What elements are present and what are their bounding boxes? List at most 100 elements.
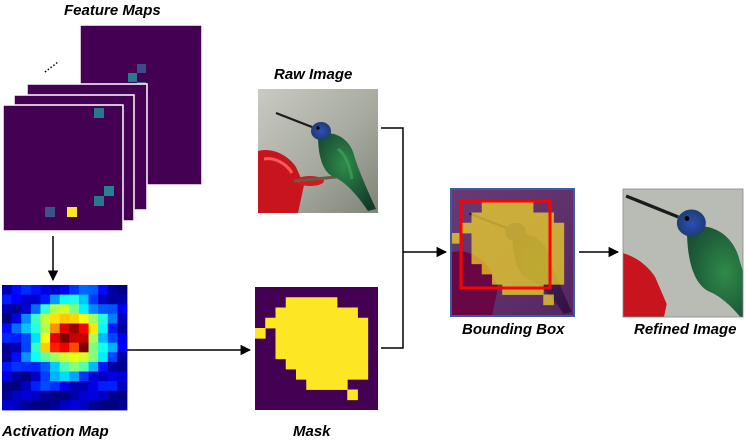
activation-cell	[88, 342, 99, 353]
mask-cell	[347, 369, 358, 380]
activation-cell	[107, 371, 118, 382]
activation-cell	[107, 390, 118, 401]
bbox-mask-cell	[502, 202, 513, 213]
activation-cell	[107, 381, 118, 392]
activation-cell	[59, 304, 70, 315]
activation-cell	[40, 381, 51, 392]
feature-cell	[94, 196, 104, 206]
activation-cell	[107, 400, 118, 411]
bounding-box-rect	[459, 199, 552, 290]
bounding-box-panel	[450, 188, 575, 317]
activation-cell	[21, 390, 32, 401]
mask-cell	[337, 307, 348, 319]
mask-cell	[316, 379, 328, 390]
mask-cell	[357, 358, 369, 370]
activation-cell	[30, 361, 41, 372]
activation-cell	[50, 285, 61, 296]
mask-cell	[285, 297, 297, 308]
activation-cell	[59, 371, 70, 382]
bbox-mask-cell	[502, 212, 513, 224]
activation-cell	[30, 400, 41, 411]
mask-cell	[347, 338, 358, 349]
activation-cell	[98, 342, 109, 353]
feature-cell	[128, 73, 137, 82]
activation-cell	[11, 313, 22, 324]
label-raw-image: Raw Image	[274, 66, 352, 83]
activation-cell	[98, 294, 109, 305]
mask-cell	[306, 338, 317, 349]
activation-cell	[59, 342, 70, 353]
connectors	[47, 127, 620, 356]
bbox-mask-cell	[553, 222, 565, 234]
feature-cell	[137, 64, 146, 73]
feature-cell	[94, 108, 104, 118]
activation-cell	[59, 333, 70, 344]
activation-cell	[88, 352, 99, 363]
activation-cell	[30, 285, 41, 296]
bbox-mask-cell	[492, 263, 503, 275]
label-mask: Mask	[293, 423, 331, 440]
mask-cell	[275, 307, 287, 319]
bbox-mask-cell	[522, 274, 534, 285]
activation-cell	[117, 333, 128, 344]
mask-cell	[337, 369, 348, 380]
feature-cell	[67, 207, 77, 217]
activation-cell	[21, 313, 32, 324]
mask-cell	[285, 317, 297, 329]
bbox-mask-cell	[533, 233, 544, 244]
mask-cell	[296, 307, 307, 319]
bbox-mask-cell	[461, 222, 472, 234]
refined-image	[623, 189, 743, 317]
mask-cell	[337, 317, 348, 329]
activation-cell	[50, 390, 61, 401]
activation-cell	[11, 333, 22, 344]
mask-cell	[275, 328, 287, 339]
activation-cell	[40, 361, 51, 372]
activation-cell	[117, 381, 128, 392]
bbox-mask-cell	[502, 233, 513, 244]
activation-cell	[50, 371, 61, 382]
activation-cell	[59, 361, 70, 372]
bbox-mask-cell	[533, 274, 544, 285]
bbox-mask-cell	[492, 202, 503, 213]
mask-cell	[337, 338, 348, 349]
bbox-mask-cell	[512, 202, 524, 213]
mask-cell	[347, 358, 358, 370]
activation-cell	[40, 352, 51, 363]
bbox-mask-cell	[512, 243, 524, 254]
activation-cell	[50, 304, 61, 315]
mask-cell	[306, 307, 317, 319]
activation-cell	[88, 381, 99, 392]
activation-cell	[11, 371, 22, 382]
raw-image	[258, 89, 378, 213]
mask-cell	[326, 307, 338, 319]
activation-cell	[69, 323, 80, 334]
activation-cell	[88, 371, 99, 382]
activation-cell	[78, 371, 89, 382]
activation-cell	[117, 342, 128, 353]
activation-cell	[78, 342, 89, 353]
mask-cell	[296, 328, 307, 339]
bbox-mask-cell	[522, 263, 534, 275]
activation-cell	[59, 323, 70, 334]
mask	[255, 287, 378, 410]
mask-cell	[316, 348, 328, 360]
activation-cell	[59, 285, 70, 296]
bbox-mask-cell	[533, 284, 544, 295]
activation-cell	[30, 313, 41, 324]
activation-cell	[30, 304, 41, 315]
activation-cell	[11, 294, 22, 305]
mask-cell	[265, 317, 276, 329]
mask-cell	[316, 328, 328, 339]
mask-cell	[316, 358, 328, 370]
activation-cell	[98, 333, 109, 344]
activation-cell	[117, 361, 128, 372]
activation-cell	[2, 390, 13, 401]
activation-cell	[2, 381, 13, 392]
activation-cell	[78, 323, 89, 334]
activation-cell	[50, 342, 61, 353]
bbox-mask-cell	[492, 243, 503, 254]
activation-cell	[117, 294, 128, 305]
bbox-mask-cell	[533, 212, 544, 224]
activation-cell	[30, 294, 41, 305]
